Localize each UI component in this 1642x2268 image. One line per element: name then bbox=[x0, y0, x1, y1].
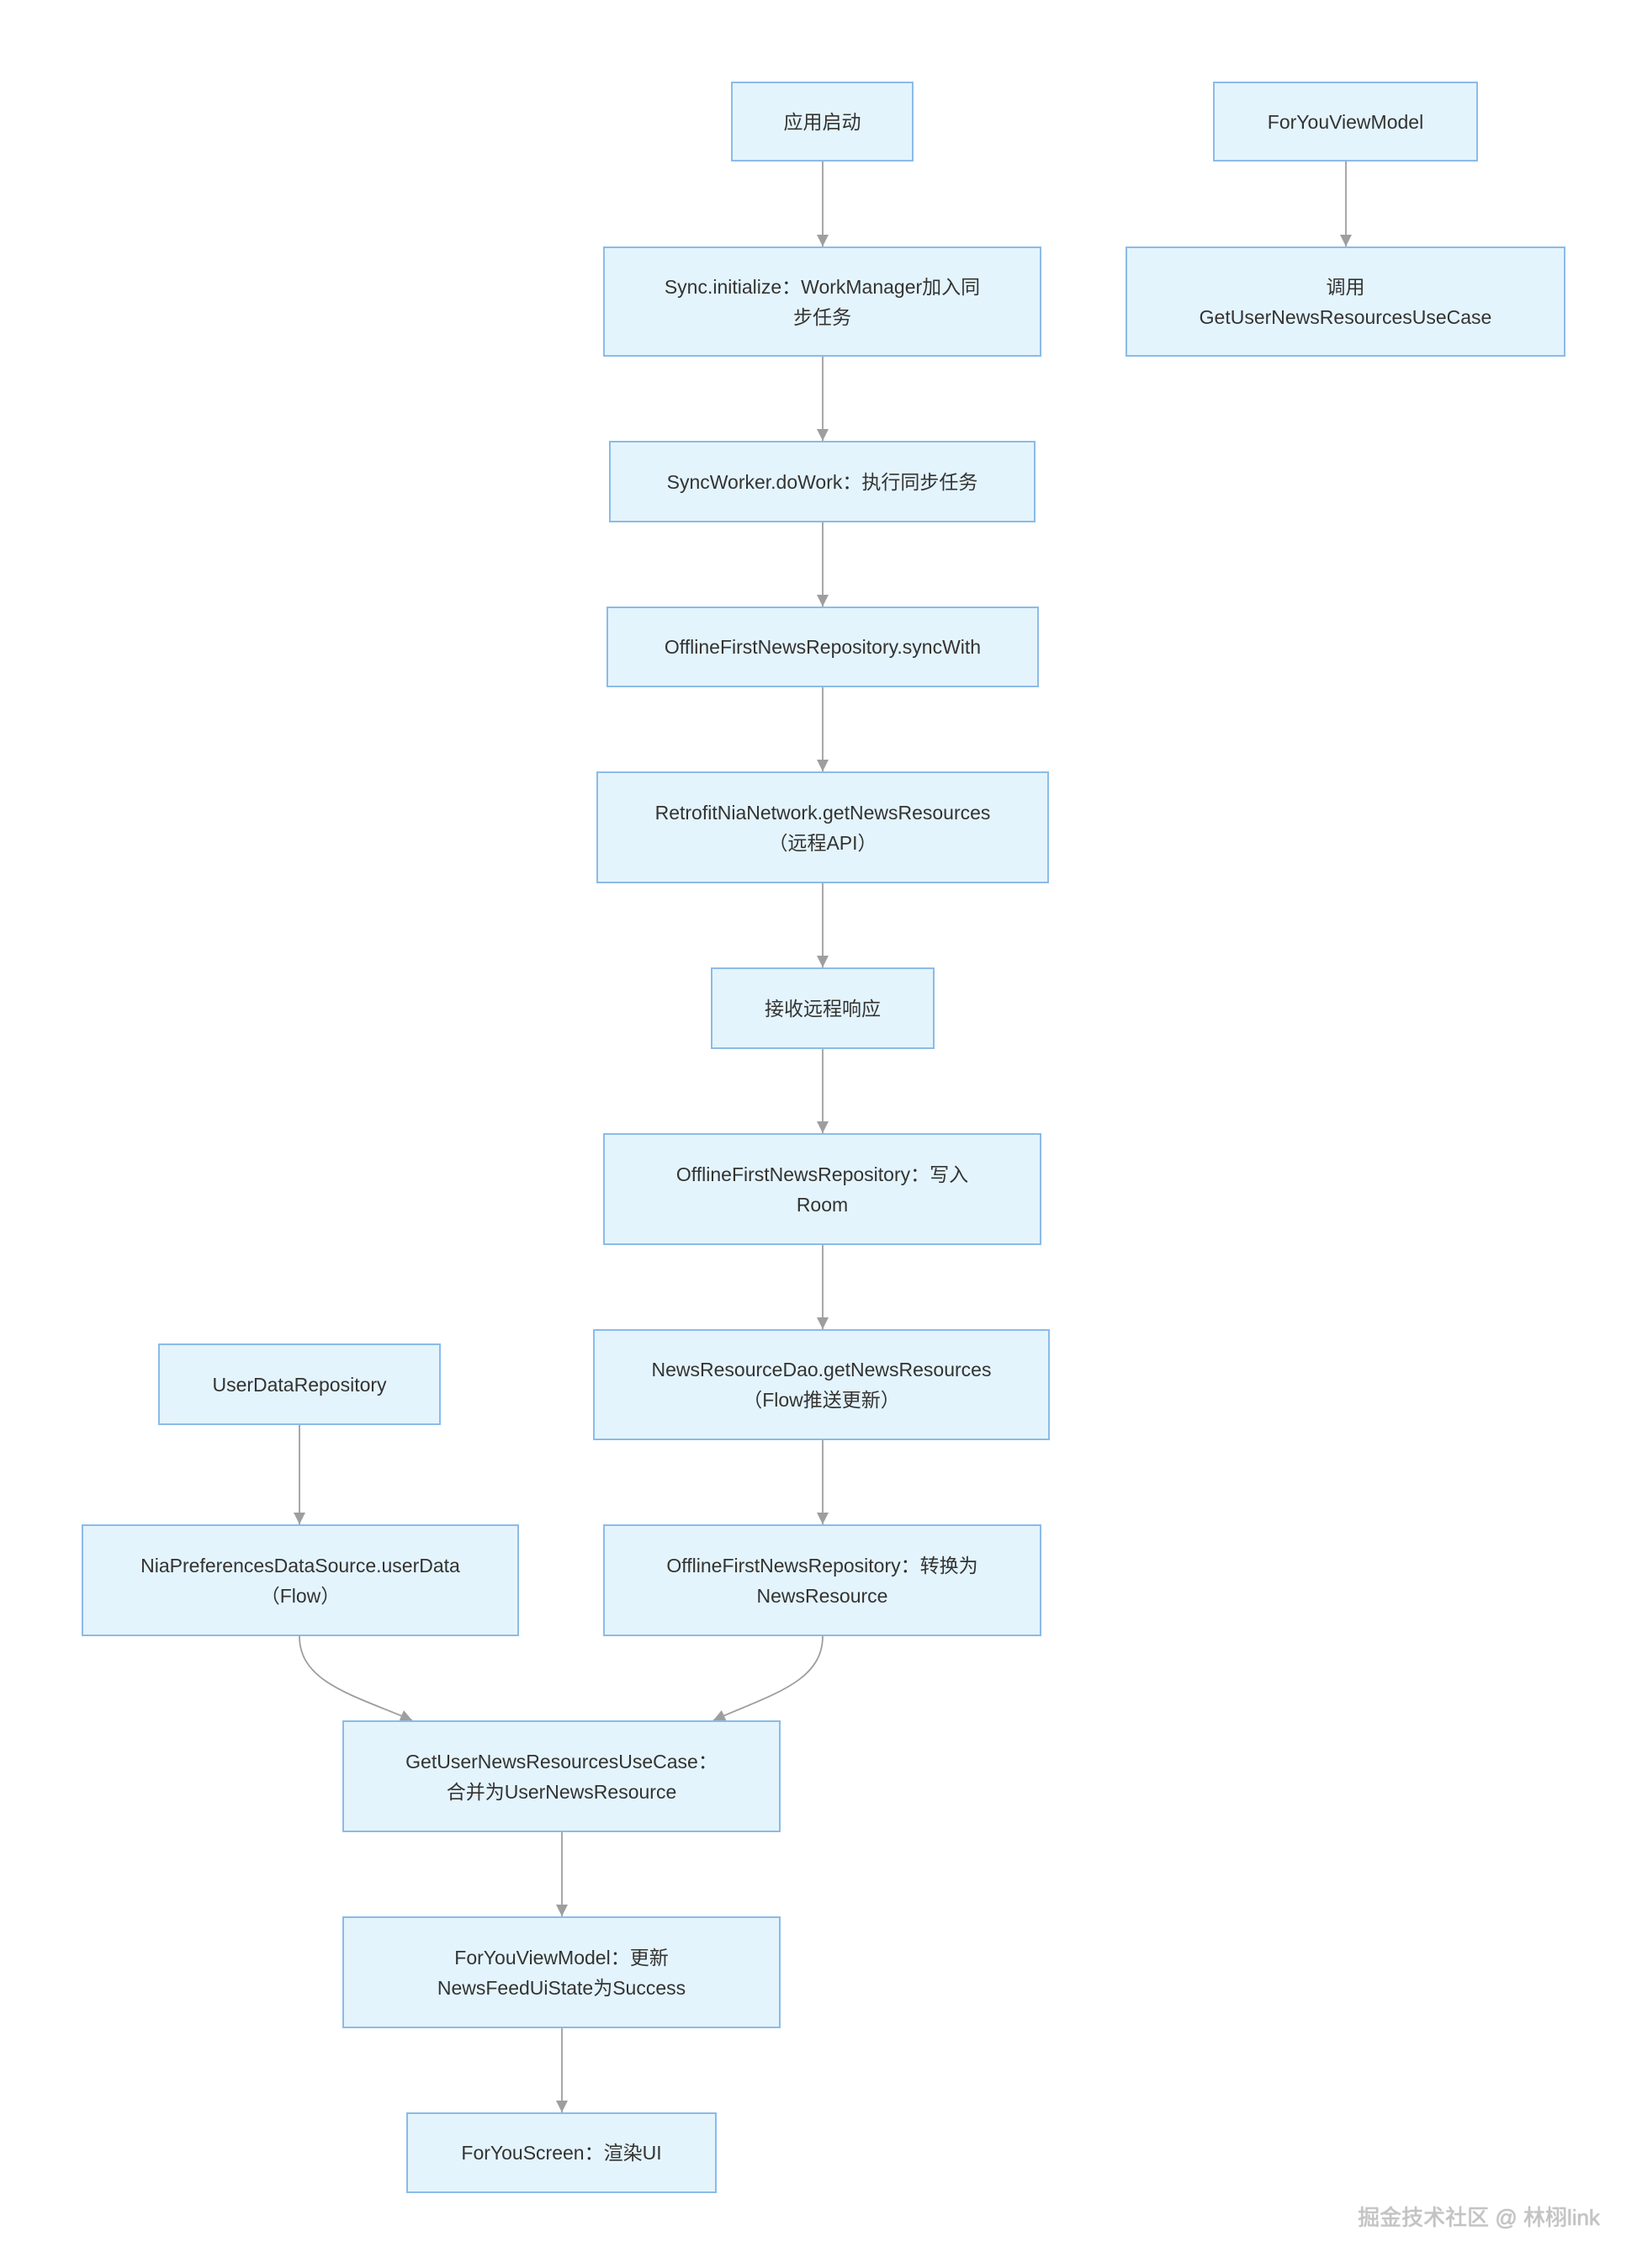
node-label-line: ForYouScreen：渲染UI bbox=[461, 2142, 662, 2164]
watermark: 掘金技术社区 @ 林栩link bbox=[1358, 2205, 1600, 2230]
node-label-line: ForYouViewModel：更新 bbox=[454, 1946, 669, 1969]
node-label-line: NiaPreferencesDataSource.userData bbox=[140, 1554, 460, 1576]
node-label-line: （Flow） bbox=[260, 1584, 341, 1607]
node-label-line: OfflineFirstNewsRepository：转换为 bbox=[666, 1554, 978, 1576]
node-nia-preferences: NiaPreferencesDataSource.userData （Flow） bbox=[82, 1524, 519, 1636]
node-label-line: NewsResourceDao.getNewsResources bbox=[651, 1359, 992, 1380]
node-receive-response: 接收远程响应 bbox=[711, 967, 935, 1049]
node-label-line: Sync.initialize：WorkManager加入同 bbox=[664, 275, 981, 298]
node-merge-use-case: GetUserNewsResourcesUseCase： 合并为UserNews… bbox=[342, 1720, 781, 1832]
node-label-line: 步任务 bbox=[793, 305, 851, 328]
node-sync-with: OfflineFirstNewsRepository.syncWith bbox=[606, 607, 1039, 687]
node-label-line: OfflineFirstNewsRepository：写入 bbox=[675, 1163, 969, 1185]
node-label-line: Room bbox=[796, 1193, 849, 1216]
node-sync-worker: SyncWorker.doWork：执行同步任务 bbox=[609, 441, 1036, 522]
node-label-line: ForYouViewModel bbox=[1267, 110, 1424, 133]
node-app-start: 应用启动 bbox=[731, 82, 914, 162]
node-for-you-view-model: ForYouViewModel bbox=[1213, 82, 1478, 162]
node-retrofit-network: RetrofitNiaNetwork.getNewsResources （远程A… bbox=[596, 771, 1049, 883]
edge-nia-preferences-to-merge-use-case bbox=[299, 1635, 413, 1721]
edge-convert-to-merge-use-case bbox=[712, 1635, 824, 1721]
node-label-line: （远程API） bbox=[768, 831, 877, 854]
node-sync-initialize: Sync.initialize：WorkManager加入同 步任务 bbox=[603, 246, 1041, 357]
node-label-line: （Flow推送更新） bbox=[743, 1389, 900, 1411]
node-convert-news-resource: OfflineFirstNewsRepository：转换为 NewsResou… bbox=[603, 1524, 1041, 1636]
node-label-line: 调用 bbox=[1326, 275, 1365, 298]
node-label-line: 接收远程响应 bbox=[765, 997, 881, 1020]
node-label-line: UserDataRepository bbox=[212, 1373, 387, 1396]
node-label-line: GetUserNewsResourcesUseCase bbox=[1199, 305, 1492, 328]
node-view-model-update: ForYouViewModel：更新 NewsFeedUiState为Succe… bbox=[342, 1916, 781, 2028]
node-write-room: OfflineFirstNewsRepository：写入 Room bbox=[603, 1133, 1041, 1245]
node-label-line: SyncWorker.doWork：执行同步任务 bbox=[666, 470, 978, 493]
node-label-line: GetUserNewsResourcesUseCase： bbox=[405, 1750, 718, 1773]
node-label-line: NewsFeedUiState为Success bbox=[437, 1976, 686, 1999]
node-label-line: RetrofitNiaNetwork.getNewsResources bbox=[654, 801, 991, 824]
node-news-resource-dao: NewsResourceDao.getNewsResources （Flow推送… bbox=[593, 1329, 1050, 1440]
node-user-data-repository: UserDataRepository bbox=[158, 1343, 441, 1425]
node-label-line: OfflineFirstNewsRepository.syncWith bbox=[664, 636, 982, 658]
node-for-you-screen: ForYouScreen：渲染UI bbox=[406, 2112, 717, 2193]
node-label-line: 应用启动 bbox=[783, 110, 861, 133]
node-label-line: 合并为UserNewsResource bbox=[446, 1780, 677, 1803]
node-label-line: NewsResource bbox=[756, 1584, 888, 1607]
node-call-use-case: 调用 GetUserNewsResourcesUseCase bbox=[1126, 246, 1565, 357]
